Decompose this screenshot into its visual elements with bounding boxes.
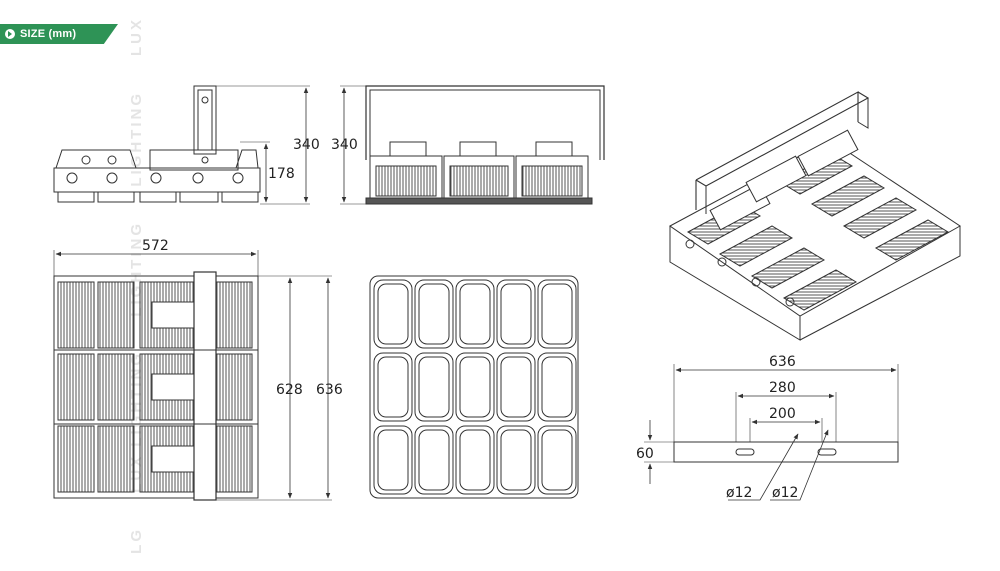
- lens-inner: [418, 356, 450, 418]
- top-view: [53, 250, 332, 501]
- lens-frame: [369, 275, 579, 499]
- dim-bracket-hole-outer: 280: [769, 380, 796, 396]
- play-circle-icon: [5, 29, 15, 39]
- lens-cell: [414, 352, 454, 422]
- lens-inner: [500, 283, 532, 345]
- lens-cell: [537, 352, 577, 422]
- lens-cell: [537, 425, 577, 495]
- lens-cell: [373, 425, 413, 495]
- lens-inner: [377, 429, 409, 491]
- dim-side-height-total: 340: [293, 137, 320, 153]
- lens-inner: [459, 356, 491, 418]
- dim-hole-diameter-1: ø12: [726, 485, 752, 501]
- lens-cell: [455, 352, 495, 422]
- lens-inner: [377, 283, 409, 345]
- lens-cell: [496, 279, 536, 349]
- isometric-view: [669, 91, 961, 341]
- lens-cell: [496, 352, 536, 422]
- dim-bracket-hole-inner: 200: [769, 406, 796, 422]
- dim-front-height: 340: [331, 137, 358, 153]
- lens-cell: [414, 279, 454, 349]
- dim-top-height-outer: 636: [316, 382, 343, 398]
- section-header-tag: SIZE (mm): [0, 24, 118, 44]
- dim-top-height-inner: 628: [276, 382, 303, 398]
- section-header-label: SIZE (mm): [20, 28, 77, 40]
- lens-inner: [541, 356, 573, 418]
- lens-inner: [459, 283, 491, 345]
- lens-inner: [418, 429, 450, 491]
- dim-side-height-body: 178: [268, 166, 295, 182]
- lens-inner: [541, 283, 573, 345]
- dim-bracket-length: 636: [769, 354, 796, 370]
- lens-inner: [459, 429, 491, 491]
- lens-cell: [414, 425, 454, 495]
- lens-inner: [418, 283, 450, 345]
- lens-cell: [373, 279, 413, 349]
- front-view: [340, 85, 605, 205]
- dim-top-width: 572: [142, 238, 169, 254]
- lens-inner: [500, 356, 532, 418]
- bottom-view: [369, 275, 579, 499]
- lens-cell: [455, 279, 495, 349]
- lens-cell: [537, 279, 577, 349]
- dim-hole-diameter-2: ø12: [772, 485, 798, 501]
- lens-inner: [377, 356, 409, 418]
- dim-bracket-width: 60: [636, 446, 654, 462]
- lens-inner: [541, 429, 573, 491]
- lens-cell: [373, 352, 413, 422]
- side-view: [53, 85, 310, 205]
- lens-cell: [496, 425, 536, 495]
- lens-cell: [455, 425, 495, 495]
- bracket-view: [644, 364, 899, 501]
- lens-inner: [500, 429, 532, 491]
